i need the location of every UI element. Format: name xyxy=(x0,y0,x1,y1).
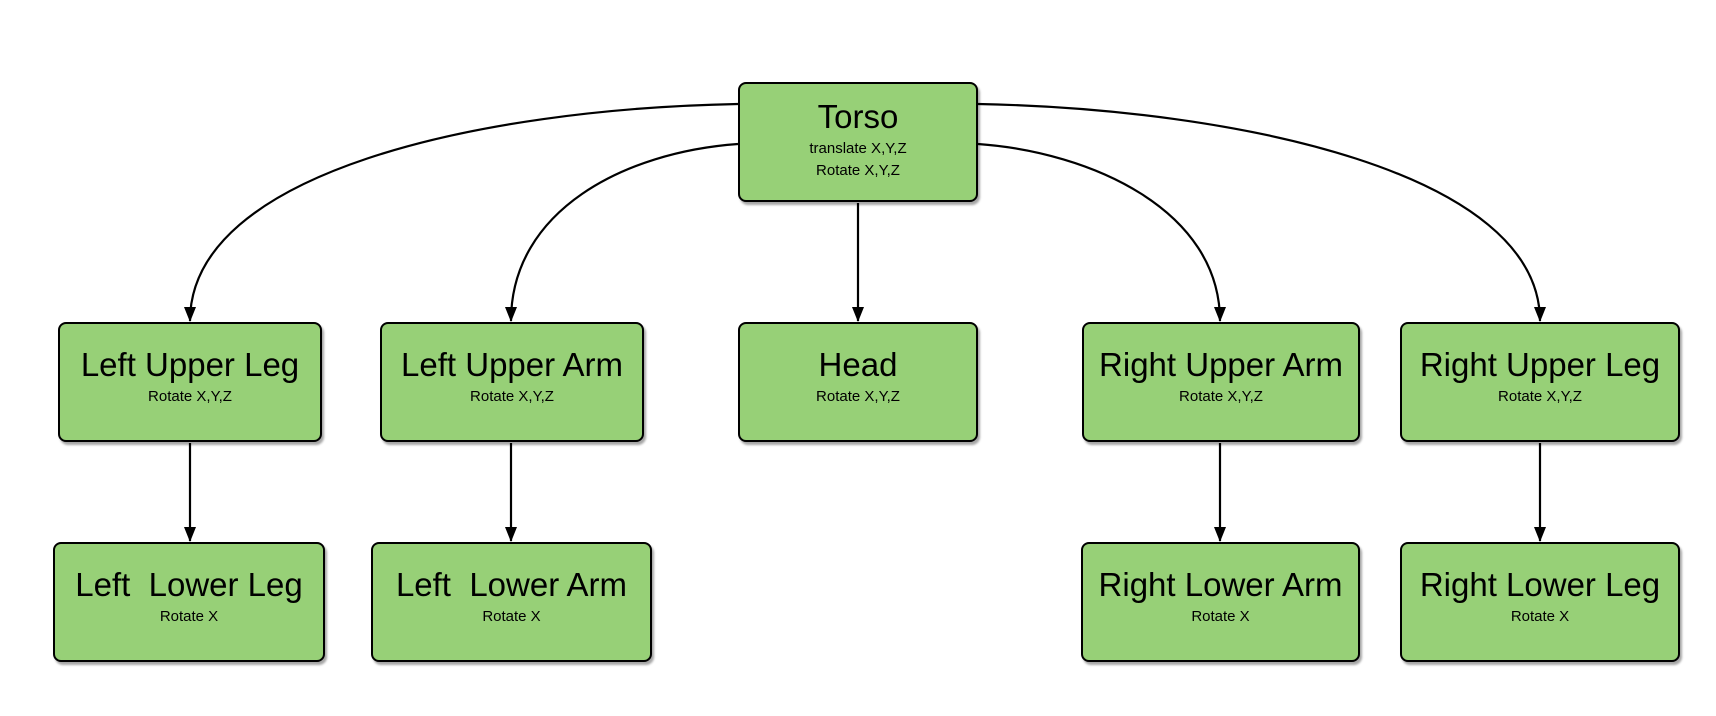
node-subtitle: Rotate X,Y,Z xyxy=(470,388,554,405)
node-subtitle: Rotate X xyxy=(159,608,219,625)
node-subtitle: Rotate X,Y,Z xyxy=(816,162,900,179)
node-right-lower-arm[interactable]: Right Lower Arm Rotate X xyxy=(1081,542,1360,662)
node-title: Left Upper Arm xyxy=(401,346,623,383)
node-left-lower-leg[interactable]: Left Lower Leg Rotate X xyxy=(53,542,325,662)
node-left-upper-leg[interactable]: Left Upper Leg Rotate X,Y,Z xyxy=(58,322,322,442)
node-title: Right Lower Arm xyxy=(1098,566,1343,603)
node-head[interactable]: Head Rotate X,Y,Z xyxy=(738,322,978,442)
edge-torso-to-right-upper-arm[interactable] xyxy=(977,142,1226,322)
node-right-upper-arm[interactable]: Right Upper Arm Rotate X,Y,Z xyxy=(1082,322,1360,442)
node-right-upper-leg[interactable]: Right Upper Leg Rotate X,Y,Z xyxy=(1400,322,1680,442)
node-subtitle: Rotate X,Y,Z xyxy=(816,388,900,405)
edge-torso-to-right-upper-leg[interactable] xyxy=(977,102,1546,322)
node-left-lower-arm[interactable]: Left Lower Arm Rotate X xyxy=(371,542,652,662)
node-title: Right Upper Arm xyxy=(1099,346,1343,383)
node-title: Right Lower Leg xyxy=(1419,566,1661,603)
node-left-upper-arm[interactable]: Left Upper Arm Rotate X,Y,Z xyxy=(380,322,644,442)
node-subtitle: translate X,Y,Z xyxy=(809,140,907,157)
node-title: Left Lower Leg xyxy=(75,566,303,603)
node-right-lower-leg[interactable]: Right Lower Leg Rotate X xyxy=(1400,542,1680,662)
node-title: Right Upper Leg xyxy=(1419,346,1661,383)
edge-torso-to-left-upper-arm[interactable] xyxy=(505,142,739,322)
node-subtitle: Rotate X,Y,Z xyxy=(1179,388,1263,405)
node-title: Torso xyxy=(817,98,899,135)
node-title: Left Upper Leg xyxy=(80,346,300,383)
node-title: Left Lower Arm xyxy=(395,566,628,603)
edge-torso-to-left-upper-leg[interactable] xyxy=(184,102,739,322)
node-subtitle: Rotate X,Y,Z xyxy=(148,388,232,405)
node-subtitle: Rotate X xyxy=(1510,608,1570,625)
node-subtitle: Rotate X,Y,Z xyxy=(1498,388,1582,405)
node-title: Head xyxy=(818,346,898,383)
node-subtitle: Rotate X xyxy=(1191,608,1250,625)
node-torso[interactable]: Torso translate X,Y,Z Rotate X,Y,Z xyxy=(738,82,978,202)
node-subtitle: Rotate X xyxy=(482,608,541,625)
